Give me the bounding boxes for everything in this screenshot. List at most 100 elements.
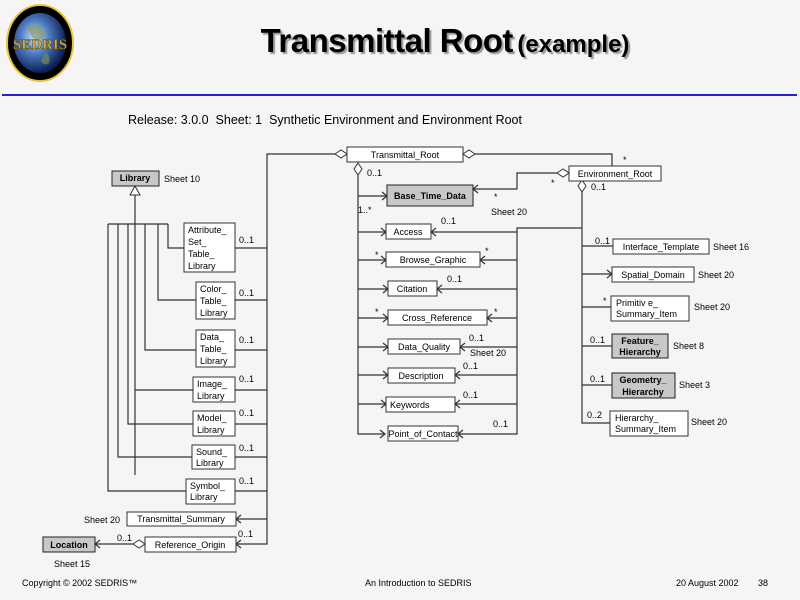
diamond-env-down — [577, 179, 587, 193]
class-attribute-set-table-library[interactable]: Attribute_ Set_ Table_ Library — [183, 222, 236, 273]
svg-text:Data_: Data_ — [200, 332, 225, 342]
svg-text:*: * — [375, 250, 379, 260]
svg-text:0..1: 0..1 — [238, 529, 253, 539]
svg-text:0..1: 0..1 — [441, 216, 456, 226]
svg-text:*: * — [494, 192, 498, 202]
svg-text:*: * — [494, 307, 498, 317]
svg-text:0..1: 0..1 — [463, 390, 478, 400]
svg-text:Interface_Template: Interface_Template — [623, 242, 700, 252]
sedris-logo: SEDRIS — [6, 4, 74, 82]
class-geometry-hierarchy[interactable]: Geometry_ Hierarchy — [611, 372, 676, 399]
sheet-ref-transmittal-summary: Sheet 20 — [84, 515, 120, 525]
svg-text:Model_: Model_ — [197, 413, 228, 423]
arrowheads — [94, 184, 613, 549]
sheet-ref-library: Sheet 10 — [164, 174, 200, 184]
svg-text:Point_of_Contact: Point_of_Contact — [388, 429, 458, 439]
class-transmittal-summary[interactable]: Transmittal_Summary — [126, 511, 237, 527]
title-sub: (example) — [517, 31, 630, 58]
class-feature-hierarchy[interactable]: Feature_ Hierarchy — [611, 333, 669, 359]
svg-text:0..1: 0..1 — [595, 236, 610, 246]
svg-text:Library: Library — [196, 458, 224, 468]
class-location[interactable]: Location — [42, 536, 96, 553]
svg-text:Sound_: Sound_ — [196, 447, 228, 457]
class-data-table-library[interactable]: Data_ Table_ Library — [195, 329, 236, 368]
class-transmittal-root[interactable]: Transmittal_Root — [346, 146, 464, 163]
svg-text:0..2: 0..2 — [587, 410, 602, 420]
class-spatial-domain[interactable]: Spatial_Domain — [611, 266, 695, 283]
sheet-ref-base-time-data: Sheet 20 — [491, 207, 527, 217]
class-access[interactable]: Access — [385, 223, 432, 240]
line-tr-down — [357, 175, 385, 435]
line-tr-left-bus — [266, 153, 335, 540]
svg-text:0..1: 0..1 — [239, 335, 254, 345]
svg-text:Library: Library — [190, 492, 218, 502]
logo-text: SEDRIS — [13, 37, 67, 53]
svg-text:Feature_: Feature_ — [621, 336, 660, 346]
class-sound-library[interactable]: Sound_ Library — [191, 444, 236, 470]
multiplicity-labels: 0..1 * * * 1..* 0..1 * * 0..1 * * 0..1 0… — [117, 155, 627, 543]
svg-text:0..1: 0..1 — [590, 335, 605, 345]
class-symbol-library[interactable]: Symbol_ Library — [185, 478, 236, 505]
svg-text:Location: Location — [50, 540, 88, 550]
class-point-of-contact[interactable]: Point_of_Contact — [387, 425, 459, 442]
diamond-ref-origin — [132, 539, 146, 549]
class-reference-origin[interactable]: Reference_Origin — [144, 536, 237, 553]
class-cross-reference[interactable]: Cross_Reference — [387, 309, 488, 326]
diamond-env-left — [556, 168, 570, 178]
svg-text:Hierarchy: Hierarchy — [619, 347, 661, 357]
sheet-ref-interface-template: Sheet 16 — [713, 242, 749, 252]
svg-text:Table_: Table_ — [188, 249, 216, 259]
class-browse-graphic[interactable]: Browse_Graphic — [385, 251, 481, 268]
svg-text:Primitiv e_: Primitiv e_ — [616, 298, 659, 308]
svg-text:Library: Library — [197, 425, 225, 435]
sheet-ref-primitive-summary-item: Sheet 20 — [694, 302, 730, 312]
svg-text:Symbol_: Symbol_ — [190, 481, 226, 491]
svg-text:*: * — [375, 307, 379, 317]
svg-text:Description: Description — [398, 371, 443, 381]
page-title: Transmittal Root (example) — [0, 22, 800, 60]
svg-text:0..1: 0..1 — [447, 274, 462, 284]
svg-text:0..1: 0..1 — [591, 182, 606, 192]
svg-text:Table_: Table_ — [200, 296, 228, 306]
svg-text:Summary_Item: Summary_Item — [616, 309, 677, 319]
class-image-library[interactable]: Image_ Library — [192, 376, 236, 403]
class-model-library[interactable]: Model_ Library — [192, 410, 236, 437]
svg-text:Image_: Image_ — [197, 379, 228, 389]
footer-copyright: Copyright © 2002 SEDRIS™ — [22, 578, 138, 588]
svg-text:Transmittal_Summary: Transmittal_Summary — [137, 514, 225, 524]
footer-center: An Introduction to SEDRIS — [365, 578, 472, 588]
diamond-tr-right — [462, 149, 476, 159]
class-keywords[interactable]: Keywords — [385, 396, 456, 413]
class-color-table-library[interactable]: Color_ Table_ Library — [195, 281, 236, 320]
class-hierarchy-summary-item[interactable]: Hierarchy_ Summary_Item — [609, 410, 689, 437]
sheet-ref-location: Sheet 15 — [54, 559, 90, 569]
svg-text:0..1: 0..1 — [239, 408, 254, 418]
sheet-references: Sheet 10 Sheet 20 Sheet 20 Sheet 20 Shee… — [54, 174, 749, 569]
class-environment-root[interactable]: Environment_Root — [568, 165, 662, 182]
title-divider — [2, 94, 797, 96]
class-base-time-data[interactable]: Base_Time_Data — [386, 184, 474, 207]
class-data-quality[interactable]: Data_Quality — [387, 338, 461, 355]
svg-text:Environment_Root: Environment_Root — [578, 169, 653, 179]
class-description[interactable]: Description — [387, 367, 456, 384]
svg-text:1..*: 1..* — [358, 205, 372, 215]
footer-date: 20 August 2002 — [676, 578, 739, 588]
svg-text:Color_: Color_ — [200, 284, 228, 294]
svg-text:0..1: 0..1 — [239, 443, 254, 453]
svg-text:0..1: 0..1 — [239, 235, 254, 245]
diamond-tr-left — [334, 149, 348, 159]
svg-text:Hierarchy_: Hierarchy_ — [615, 413, 660, 423]
class-library[interactable]: Library — [111, 170, 160, 187]
svg-text:Geometry_: Geometry_ — [619, 375, 667, 385]
class-citation[interactable]: Citation — [387, 280, 438, 297]
line-tr-env — [475, 153, 613, 167]
class-interface-template[interactable]: Interface_Template — [612, 238, 710, 255]
svg-text:Keywords: Keywords — [390, 400, 430, 410]
class-primitive-summary-item[interactable]: Primitiv e_ Summary_Item — [610, 295, 690, 322]
footer-page-number: 38 — [758, 578, 769, 588]
svg-text:0..1: 0..1 — [590, 374, 605, 384]
diagram-subtitle: Release: 3.0.0 Sheet: 1 Synthetic Enviro… — [128, 113, 522, 127]
svg-text:*: * — [485, 246, 489, 256]
svg-text:Cross_Reference: Cross_Reference — [402, 313, 472, 323]
svg-text:Attribute_: Attribute_ — [188, 225, 228, 235]
